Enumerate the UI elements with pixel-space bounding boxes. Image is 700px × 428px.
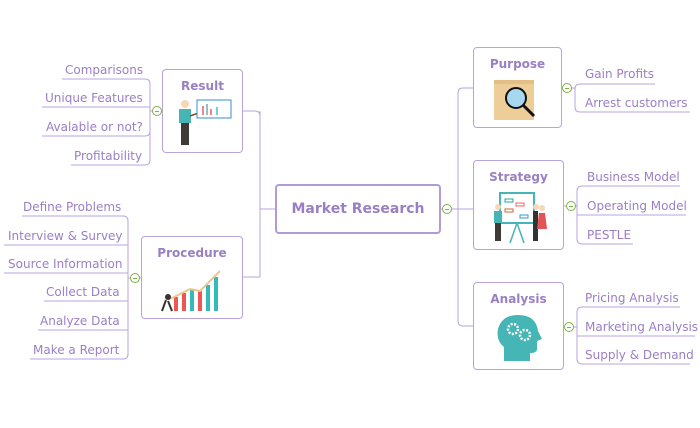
leaf-comparisons[interactable]: Comparisons <box>65 63 144 77</box>
leaf-interview-survey[interactable]: Interview & Survey <box>8 229 123 243</box>
leaf-collect-data[interactable]: Collect Data <box>46 285 120 299</box>
collapse-toggle-procedure[interactable] <box>130 273 140 283</box>
head-gears-icon <box>497 315 542 361</box>
growth-chart-icon <box>161 270 221 312</box>
collapse-toggle-purpose[interactable] <box>562 83 572 93</box>
leaf-supply-demand[interactable]: Supply & Demand <box>585 348 694 362</box>
collapse-toggle-analysis[interactable] <box>564 322 574 332</box>
topic-analysis-label: Analysis <box>490 292 547 306</box>
collapse-toggle-result[interactable] <box>152 106 162 116</box>
strategy-board-icon <box>494 192 547 244</box>
leaf-gain-profits[interactable]: Gain Profits <box>585 67 654 81</box>
magnifier-folder-icon <box>494 80 536 120</box>
leaf-analyze-data[interactable]: Analyze Data <box>40 314 120 328</box>
topic-result-label: Result <box>181 79 224 93</box>
leaf-define-problems[interactable]: Define Problems <box>23 200 122 214</box>
topic-analysis[interactable]: Analysis <box>473 282 564 370</box>
topic-result[interactable]: Result <box>162 69 243 153</box>
central-topic-label: Market Research <box>291 201 425 217</box>
topic-strategy-label: Strategy <box>489 170 548 184</box>
topic-strategy[interactable]: Strategy <box>473 160 564 250</box>
leaf-available[interactable]: Avalable or not? <box>46 120 143 134</box>
presenter-chart-icon <box>179 99 232 145</box>
leaf-pricing-analysis[interactable]: Pricing Analysis <box>585 291 679 305</box>
leaf-profitability[interactable]: Profitability <box>74 149 143 163</box>
leaf-operating-model[interactable]: Operating Model <box>587 199 687 213</box>
leaf-business-model[interactable]: Business Model <box>587 170 680 184</box>
topic-procedure[interactable]: Procedure <box>141 236 243 319</box>
collapse-toggle-center[interactable] <box>442 204 452 214</box>
collapse-toggle-strategy[interactable] <box>566 201 576 211</box>
topic-purpose-label: Purpose <box>489 57 546 71</box>
topic-procedure-label: Procedure <box>157 246 227 260</box>
leaf-pestle[interactable]: PESTLE <box>587 228 632 242</box>
leaf-unique-features[interactable]: Unique Features <box>45 91 143 105</box>
leaf-source-information[interactable]: Source Information <box>8 257 123 271</box>
leaf-marketing-analysis[interactable]: Marketing Analysis <box>585 320 699 334</box>
central-topic[interactable]: Market Research <box>275 184 441 234</box>
leaf-arrest-customers[interactable]: Arrest customers <box>585 96 688 110</box>
leaf-make-report[interactable]: Make a Report <box>33 343 120 357</box>
topic-purpose[interactable]: Purpose <box>473 47 562 128</box>
